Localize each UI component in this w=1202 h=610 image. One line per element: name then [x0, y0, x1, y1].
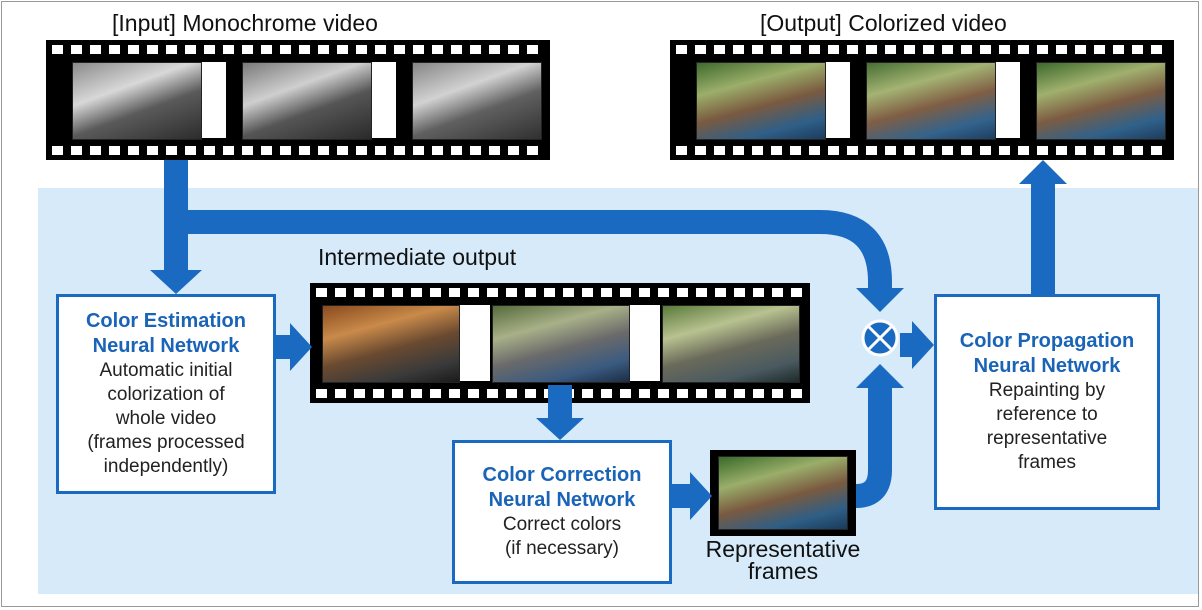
- frame-gap: [460, 305, 490, 381]
- arrow-head: [536, 418, 584, 440]
- box-title: Color Propagation Neural Network: [959, 330, 1135, 377]
- circled-times-icon: [861, 319, 899, 357]
- frame-ellipsis: ...: [466, 327, 486, 349]
- input-frame-1: [72, 62, 202, 140]
- intermediate-caption: Intermediate output: [318, 244, 517, 270]
- box-title: Color Estimation Neural Network: [85, 310, 246, 357]
- arrow-shaft: [672, 484, 694, 508]
- output-film-strip: ... ...: [670, 40, 1174, 160]
- arrow-head: [150, 270, 202, 294]
- representative-arrow-path: [855, 386, 892, 508]
- box-description: Automatic initial colorization of whole …: [87, 360, 245, 477]
- frame-ellipsis: ...: [636, 327, 656, 349]
- intermediate-frame-2: [492, 305, 630, 383]
- arrow-head: [690, 472, 712, 520]
- box-description: Repainting by reference to representativ…: [986, 380, 1108, 473]
- output-caption: [Output] Colorized video: [760, 10, 1007, 36]
- frame-gap: [996, 62, 1020, 138]
- arrow-head: [856, 364, 904, 388]
- film-sprockets-bottom: [676, 146, 1168, 155]
- intermediate-frame-3: [662, 305, 800, 383]
- box-description: Correct colors (if necessary): [502, 514, 622, 559]
- representative-caption: Representative frames: [705, 536, 861, 584]
- bypass-arrow-path: [176, 210, 892, 290]
- arrow-shaft: [1031, 182, 1055, 294]
- arrow-shaft: [276, 335, 292, 359]
- film-sprockets-top: [316, 288, 804, 297]
- film-sprockets-bottom: [52, 146, 544, 155]
- input-caption: [Input] Monochrome video: [112, 10, 378, 36]
- arrow-head: [856, 288, 904, 312]
- representative-frame: [710, 450, 856, 536]
- output-frame-2: [866, 62, 996, 140]
- output-frame-1: [696, 62, 826, 140]
- output-frame-3: [1036, 62, 1166, 140]
- input-frame-3: [412, 62, 542, 140]
- film-sprockets-top: [52, 45, 544, 54]
- arrow-head: [912, 321, 934, 369]
- frame-ellipsis: ...: [374, 84, 394, 106]
- color-estimation-box: Color Estimation Neural Network Automati…: [56, 294, 276, 494]
- frame-gap: [826, 62, 850, 138]
- arrow-head: [290, 323, 312, 371]
- arrow-head: [1019, 160, 1067, 184]
- frame-ellipsis: ...: [828, 84, 848, 106]
- frame-gap: [372, 62, 396, 138]
- film-sprockets-top: [676, 45, 1168, 54]
- frame-ellipsis: ...: [998, 84, 1018, 106]
- color-propagation-box: Color Propagation Neural Network Repaint…: [934, 294, 1160, 510]
- input-frame-2: [242, 62, 372, 140]
- intermediate-frame-1: [322, 305, 460, 383]
- frame-gap: [630, 305, 660, 381]
- box-title: Color Correction Neural Network: [482, 464, 642, 511]
- color-correction-box: Color Correction Neural Network Correct …: [452, 440, 672, 584]
- input-film-strip: ... ...: [46, 40, 550, 160]
- representative-frame-image: [718, 456, 848, 530]
- frame-ellipsis: ...: [204, 84, 224, 106]
- frame-gap: [202, 62, 226, 138]
- arrow-shaft: [548, 385, 572, 419]
